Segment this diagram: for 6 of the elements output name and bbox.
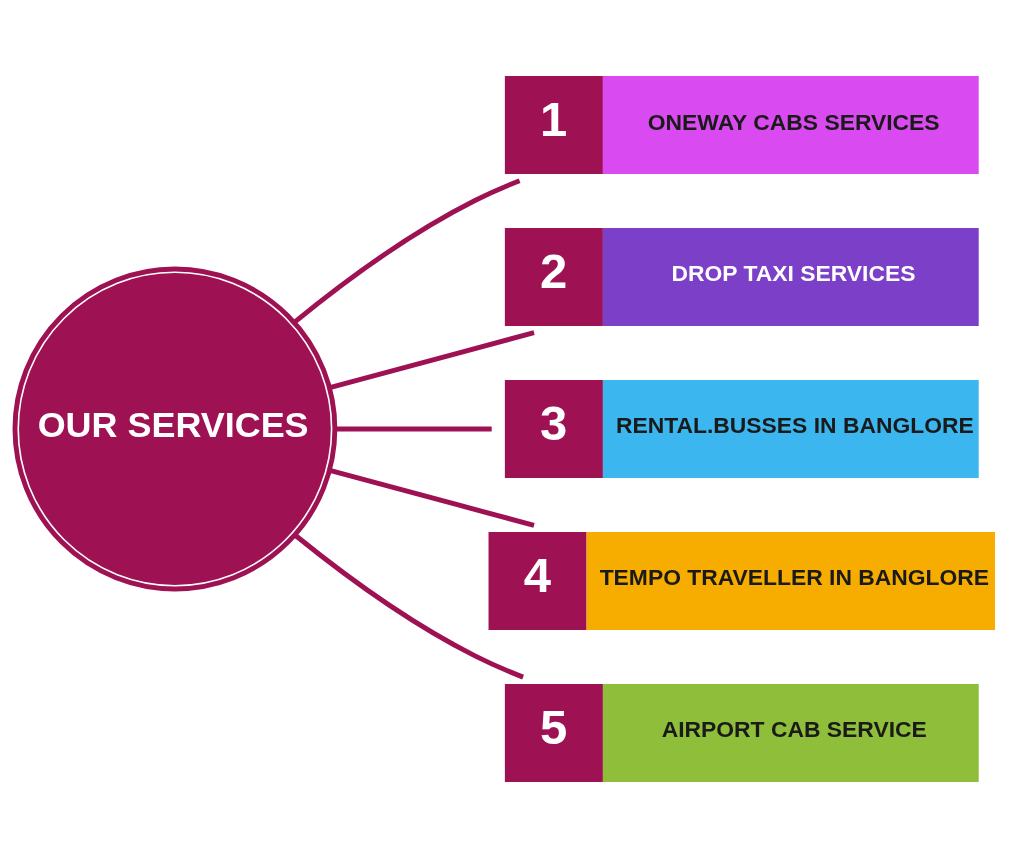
connector: [293, 178, 521, 324]
connector: [335, 426, 492, 432]
connector: [329, 467, 535, 528]
connector: [294, 533, 524, 680]
node-circle: OUR SERVICES: [12, 266, 338, 592]
connector: [329, 330, 535, 391]
